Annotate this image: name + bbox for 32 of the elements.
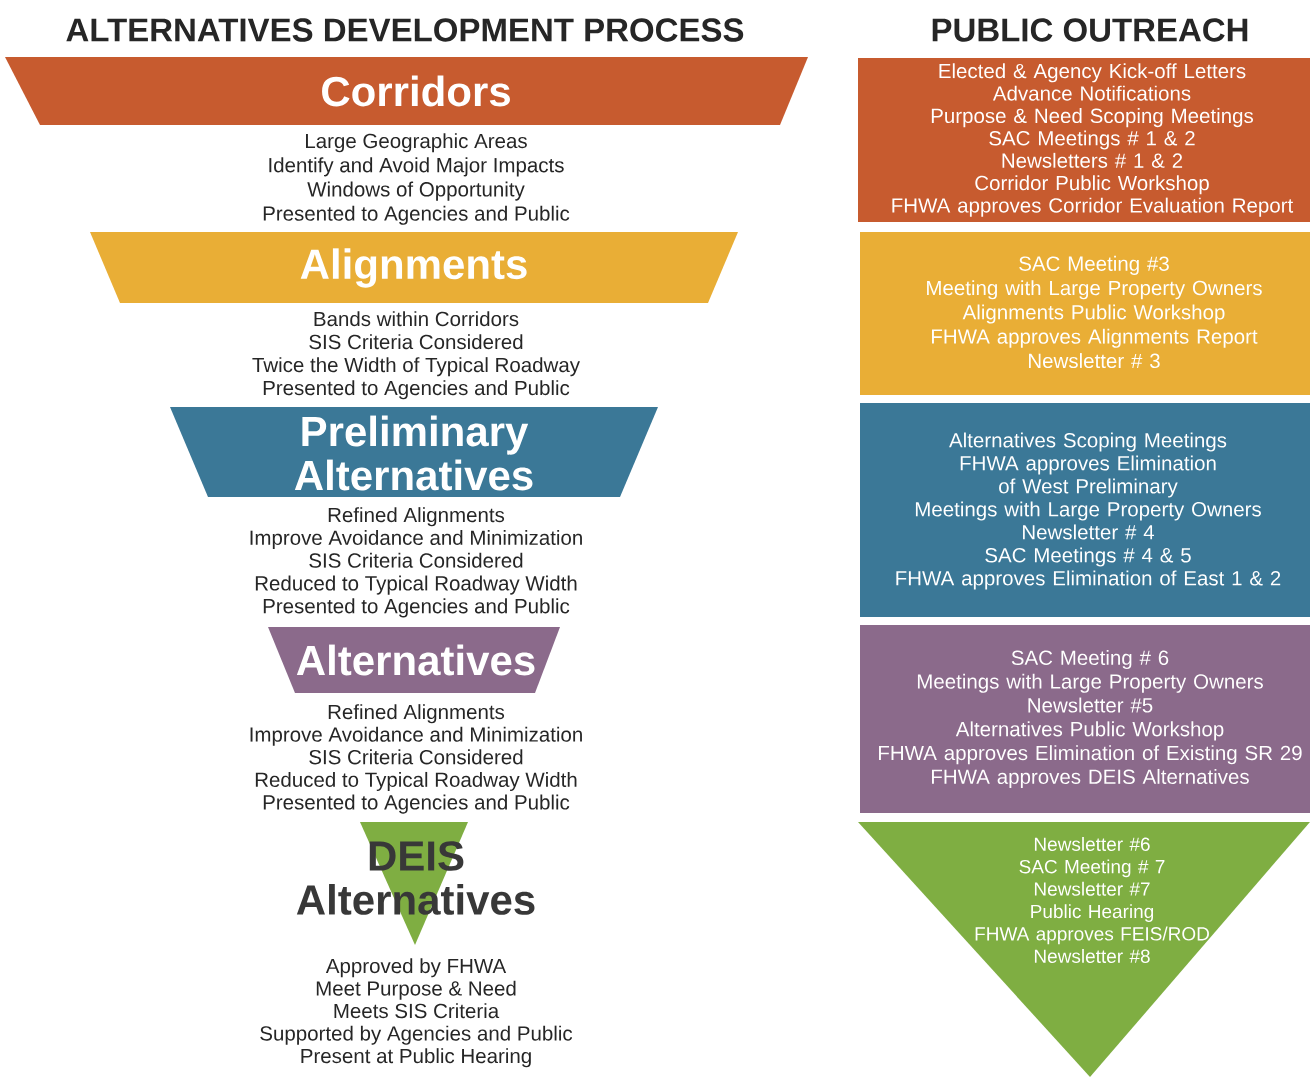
description-text: Improve Avoidance and Minimization: [250, 529, 582, 550]
description-text: Refined Alignments: [328, 704, 505, 724]
description-text: Large Geographic Areas: [306, 133, 527, 153]
description-text: Meet Purpose & Need: [316, 980, 516, 1000]
outreach-box: SAC Meeting # 6 Meetings with Large Property Owners Newsletter #5 Alternatives Public Workshop FHWA approves Elimination of Existing SR 29 FHWA approves DEIS Alternatives: [860, 625, 1310, 813]
description-text: Reduced to Typical Roadway Width: [255, 575, 577, 595]
description-text: Improve Avoidance and Minimization: [250, 726, 582, 746]
outreach-box: Elected & Agency Kick-off Letters Advance Notifications Purpose & Need Scoping Meetings SAC Meetings # 1 & 2 Newsletters # 1 & 2 Corridor Public Workshop FHWA approves Corridor Evaluation Report: [858, 58, 1310, 222]
description-text: Refined Alignments: [328, 507, 505, 527]
description-text: Presented to Agencies and Public: [263, 380, 570, 400]
description-text: Supported by Agencies and Public: [260, 1025, 573, 1045]
description-text: Meets SIS Criteria: [334, 1003, 500, 1019]
outreach-box: SAC Meeting #3 Meeting with Large Property Owners Alignments Public Workshop FHWA approves Alignments Report Newsletter # 3: [860, 232, 1310, 395]
description-text: Windows of Opportunity: [307, 181, 525, 201]
outreach-triangle: Newsletter #6 SAC Meeting # 7 Newsletter #7 Public Hearing FHWA approves FEIS/ROD Newsletter #8: [858, 822, 1310, 1077]
description-text: Twice the Width of Typical Roadway: [252, 357, 580, 377]
funnel-band: Preliminary Alternatives: [170, 407, 658, 497]
funnel-band: Corridors: [5, 57, 808, 125]
description-text: Presented to Agencies and Public: [263, 205, 570, 225]
description-text: SIS Criteria Considered: [309, 552, 523, 568]
description-text: Presented to Agencies and Public: [263, 794, 570, 814]
description-text: SIS Criteria Considered: [309, 749, 523, 765]
outreach-box: Alternatives Scoping Meetings FHWA approves Elimination of West Preliminary Meetings with Large Property Owners Newsletter # 4 SAC Meetings # 4 & 5 FHWA approves Elimination of East 1 & 2: [860, 403, 1310, 617]
description-text: Identify and Avoid Major Impacts: [269, 157, 564, 177]
description-text: Presented to Agencies and Public: [263, 598, 570, 618]
funnel-band: Alternatives: [268, 627, 560, 693]
description-text: Reduced to Typical Roadway Width: [255, 771, 577, 792]
description-text: SIS Criteria Considered: [309, 334, 523, 350]
description-text: Approved by FHWA: [325, 958, 507, 978]
funnel-band: Alignments: [90, 232, 738, 303]
description-text: Bands within Corridors: [314, 311, 519, 327]
description-text: Present at Public Hearing: [301, 1048, 531, 1068]
